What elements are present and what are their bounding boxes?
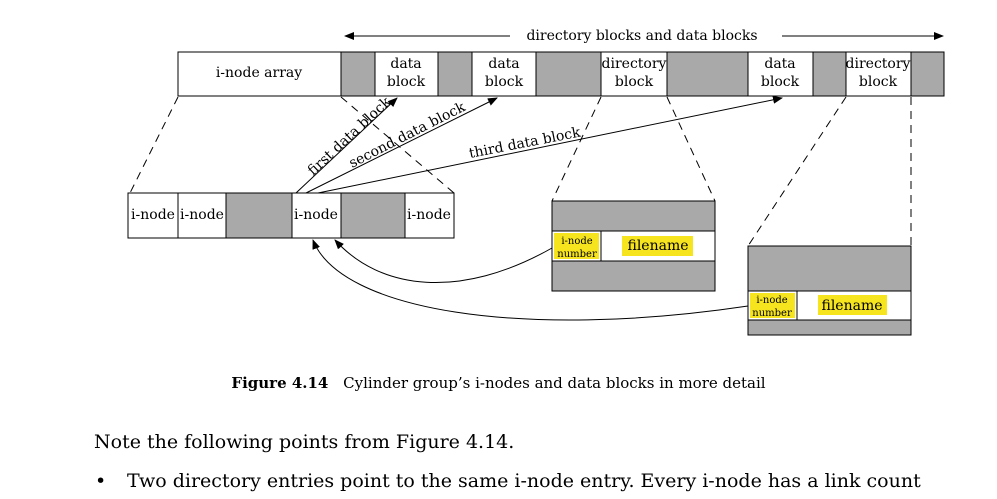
- bullet-icon: •: [95, 470, 107, 492]
- directory-block-detail-2: i-node number filename: [747, 245, 912, 336]
- svg-text:number: number: [752, 308, 792, 319]
- svg-text:data: data: [488, 56, 519, 72]
- inode-array-detail: i-node i-node i-node i-node: [127, 192, 455, 239]
- svg-text:block: block: [615, 74, 654, 90]
- data-block-1: [374, 51, 439, 97]
- header-span-arrow: directory blocks and data blocks: [344, 28, 944, 44]
- header-label: directory blocks and data blocks: [526, 28, 757, 44]
- projection-lines: [129, 96, 912, 247]
- gray-block: [535, 51, 602, 97]
- directory-block-2: [845, 51, 912, 97]
- figure-caption-text: Cylinder group’s i-nodes and data blocks…: [343, 374, 766, 392]
- directory-block-1: [600, 51, 668, 97]
- gray-block: [340, 51, 376, 97]
- directory-block-detail-1: i-node number filename: [551, 200, 716, 292]
- data-block-2: [471, 51, 537, 97]
- body-intro: Note the following points from Figure 4.…: [94, 431, 515, 453]
- data-block-pointers: [295, 95, 783, 194]
- svg-text:block: block: [387, 74, 426, 90]
- svg-text:block: block: [761, 74, 800, 90]
- svg-text:directory: directory: [846, 56, 911, 72]
- cylinder-group-row: i-node array data block data block direc…: [177, 51, 945, 97]
- inode-cell: i-node: [131, 207, 175, 223]
- inode-number-label: i-node: [756, 295, 787, 306]
- inode-cell: i-node: [294, 207, 338, 223]
- third-data-block-label: third data block: [468, 125, 583, 162]
- gray-block: [666, 51, 749, 97]
- gray-block: [437, 51, 473, 97]
- gray-block: [910, 51, 945, 97]
- inode-number-label: i-node: [561, 236, 592, 247]
- directory-entry-links: [312, 239, 749, 321]
- svg-text:block: block: [485, 74, 524, 90]
- figure-number: Figure 4.14: [231, 374, 329, 392]
- body-bullet-1: Two directory entries point to the same …: [127, 470, 921, 492]
- svg-text:block: block: [859, 74, 898, 90]
- second-data-block-label: second data block: [347, 99, 469, 172]
- filename-label: filename: [821, 298, 882, 314]
- inode-cell: i-node: [180, 207, 224, 223]
- first-data-block-label: first data block: [305, 94, 395, 179]
- svg-text:data: data: [390, 56, 421, 72]
- svg-text:number: number: [557, 249, 597, 260]
- figure-caption: Figure 4.14 Cylinder group’s i-nodes and…: [0, 374, 997, 392]
- svg-text:data: data: [764, 56, 795, 72]
- inode-cell: i-node: [407, 207, 451, 223]
- figure-diagram: directory blocks and data blocks i-node …: [127, 28, 945, 336]
- filename-label: filename: [627, 238, 688, 254]
- gray-block: [812, 51, 847, 97]
- inode-array-label: i-node array: [216, 65, 302, 81]
- svg-text:directory: directory: [602, 56, 667, 72]
